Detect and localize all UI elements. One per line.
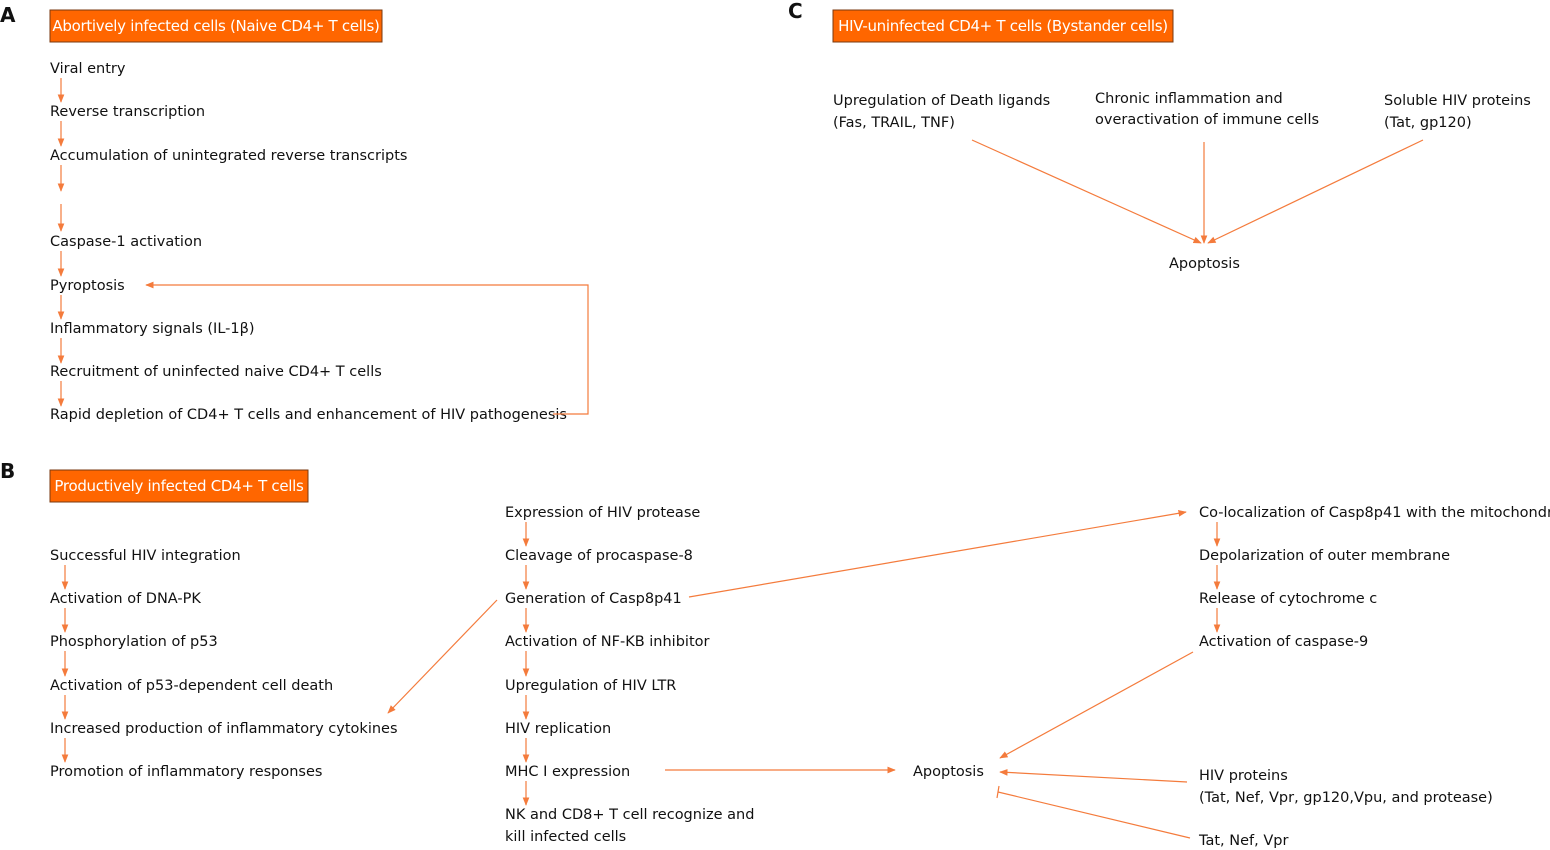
middle-step: Expression of HIV protease xyxy=(505,505,700,521)
step: Accumulation of unintegrated reverse tra… xyxy=(50,148,407,164)
cause-inflammation: Chronic inflammation and xyxy=(1095,91,1283,107)
middle-step: Upregulation of HIV LTR xyxy=(505,678,676,694)
middle-step: MHC I expression xyxy=(505,764,630,780)
cause-death-ligands-detail: (Fas, TRAIL, TNF) xyxy=(833,115,955,131)
hiv-proteins-detail: (Tat, Nef, Vpr, gp120,Vpu, and protease) xyxy=(1199,790,1493,806)
inhibitor-proteins: Tat, Nef, Vpr xyxy=(1198,833,1288,849)
left-step: Activation of p53-dependent cell death xyxy=(50,678,333,694)
panel-b-arrows xyxy=(61,509,1221,839)
middle-step: Activation of NF-KB inhibitor xyxy=(505,634,709,650)
step: Inflammatory signals (IL-1β) xyxy=(50,321,255,337)
step: Caspase-1 activation xyxy=(50,234,202,250)
panel-a-header-box xyxy=(49,9,383,43)
left-step: Successful HIV integration xyxy=(50,548,241,564)
left-step: Phosphorylation of p53 xyxy=(50,634,218,650)
panel-b: B Productively infected CD4+ T cells Suc… xyxy=(0,459,1550,849)
left-step: Activation of DNA-PK xyxy=(50,591,201,607)
step: Viral entry xyxy=(50,61,126,77)
cause-soluble-proteins-detail: (Tat, gp120) xyxy=(1384,115,1472,131)
right-step: Co-localization of Casp8p41 with the mit… xyxy=(1199,505,1550,521)
panel-letter-a: A xyxy=(0,3,16,27)
hiv-proteins: HIV proteins xyxy=(1199,768,1288,784)
cause-soluble-proteins: Soluble HIV proteins xyxy=(1384,93,1531,109)
apoptosis-b: Apoptosis xyxy=(913,764,984,780)
panel-c-arrows xyxy=(971,139,1424,244)
panel-c-header-box xyxy=(832,9,1174,43)
step: Pyroptosis xyxy=(50,278,125,294)
middle-step: Cleavage of procaspase-8 xyxy=(505,548,693,564)
panel-letter-b: B xyxy=(0,459,15,483)
panel-b-header: Productively infected CD4+ T cells xyxy=(54,477,304,495)
left-step: Promotion of inflammatory responses xyxy=(50,764,322,780)
panel-a-header: Abortively infected cells (Naive CD4+ T … xyxy=(52,17,379,35)
panel-b-header-box xyxy=(49,469,309,503)
right-step: Activation of caspase-9 xyxy=(1199,634,1368,650)
panel-c-header: HIV-uninfected CD4+ T cells (Bystander c… xyxy=(838,17,1168,35)
left-step: Increased production of inflammatory cyt… xyxy=(50,721,398,737)
inhibition-bar xyxy=(996,785,1000,799)
step: Reverse transcription xyxy=(50,104,205,120)
right-step: Release of cytochrome c xyxy=(1199,591,1377,607)
right-step: Depolarization of outer membrane xyxy=(1199,548,1450,564)
step: Rapid depletion of CD4+ T cells and enha… xyxy=(50,407,567,423)
cause-inflammation-detail: overactivation of immune cells xyxy=(1095,112,1319,128)
middle-step: HIV replication xyxy=(505,721,611,737)
panel-letter-c: C xyxy=(788,0,803,23)
panel-c: C HIV-uninfected CD4+ T cells (Bystander… xyxy=(788,0,1531,272)
cause-death-ligands: Upregulation of Death ligands xyxy=(833,93,1050,109)
middle-step: NK and CD8+ T cell recognize and xyxy=(505,807,754,823)
apoptosis-c: Apoptosis xyxy=(1169,256,1240,272)
middle-step: kill infected cells xyxy=(505,829,626,845)
panel-a: A Abortively infected cells (Naive CD4+ … xyxy=(0,3,589,423)
panel-a-arrows xyxy=(57,78,589,415)
step: Recruitment of uninfected naive CD4+ T c… xyxy=(50,364,382,380)
middle-step: Generation of Casp8p41 xyxy=(505,591,682,607)
